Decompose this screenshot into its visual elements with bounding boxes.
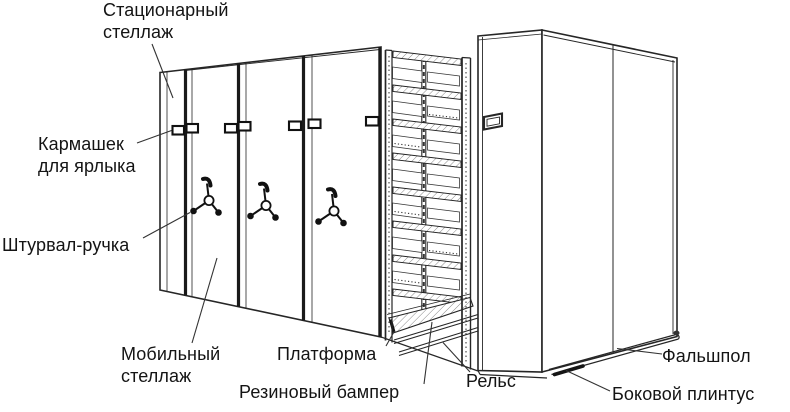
label-false-floor: Фальшпол <box>662 346 751 366</box>
rack-row-group <box>159 46 382 338</box>
side-plinth <box>552 364 585 377</box>
panel-dividers <box>183 47 382 337</box>
label-label-pocket: Кармашек для ярлыка <box>38 134 136 176</box>
label-platform: Платформа <box>277 344 377 364</box>
perforation-strips <box>394 113 459 284</box>
shelf-beams <box>392 50 462 305</box>
label-side-plinth: Боковой плинтус <box>612 384 755 404</box>
label-rubber-bumper: Резиновый бампер <box>239 382 400 402</box>
end-panel-pocket <box>482 112 504 131</box>
label-pockets <box>171 115 380 136</box>
leader-lines <box>136 43 663 392</box>
open-shelving-group <box>380 49 479 372</box>
label-rail: Рельс <box>466 371 517 391</box>
wheel-handle-2 <box>247 181 279 221</box>
label-mobile-rack: Мобильный стеллаж <box>121 344 221 386</box>
label-stationary-rack: Стационарный стеллаж <box>103 0 229 42</box>
wheel-handle-3 <box>315 187 347 227</box>
rails <box>393 313 479 357</box>
wheel-handle-1 <box>190 176 222 216</box>
wheel-handles <box>190 176 347 227</box>
stationary-rack-group <box>477 29 680 379</box>
bay-posts <box>384 49 472 370</box>
label-wheel-handle: Штурвал-ручка <box>2 235 130 255</box>
